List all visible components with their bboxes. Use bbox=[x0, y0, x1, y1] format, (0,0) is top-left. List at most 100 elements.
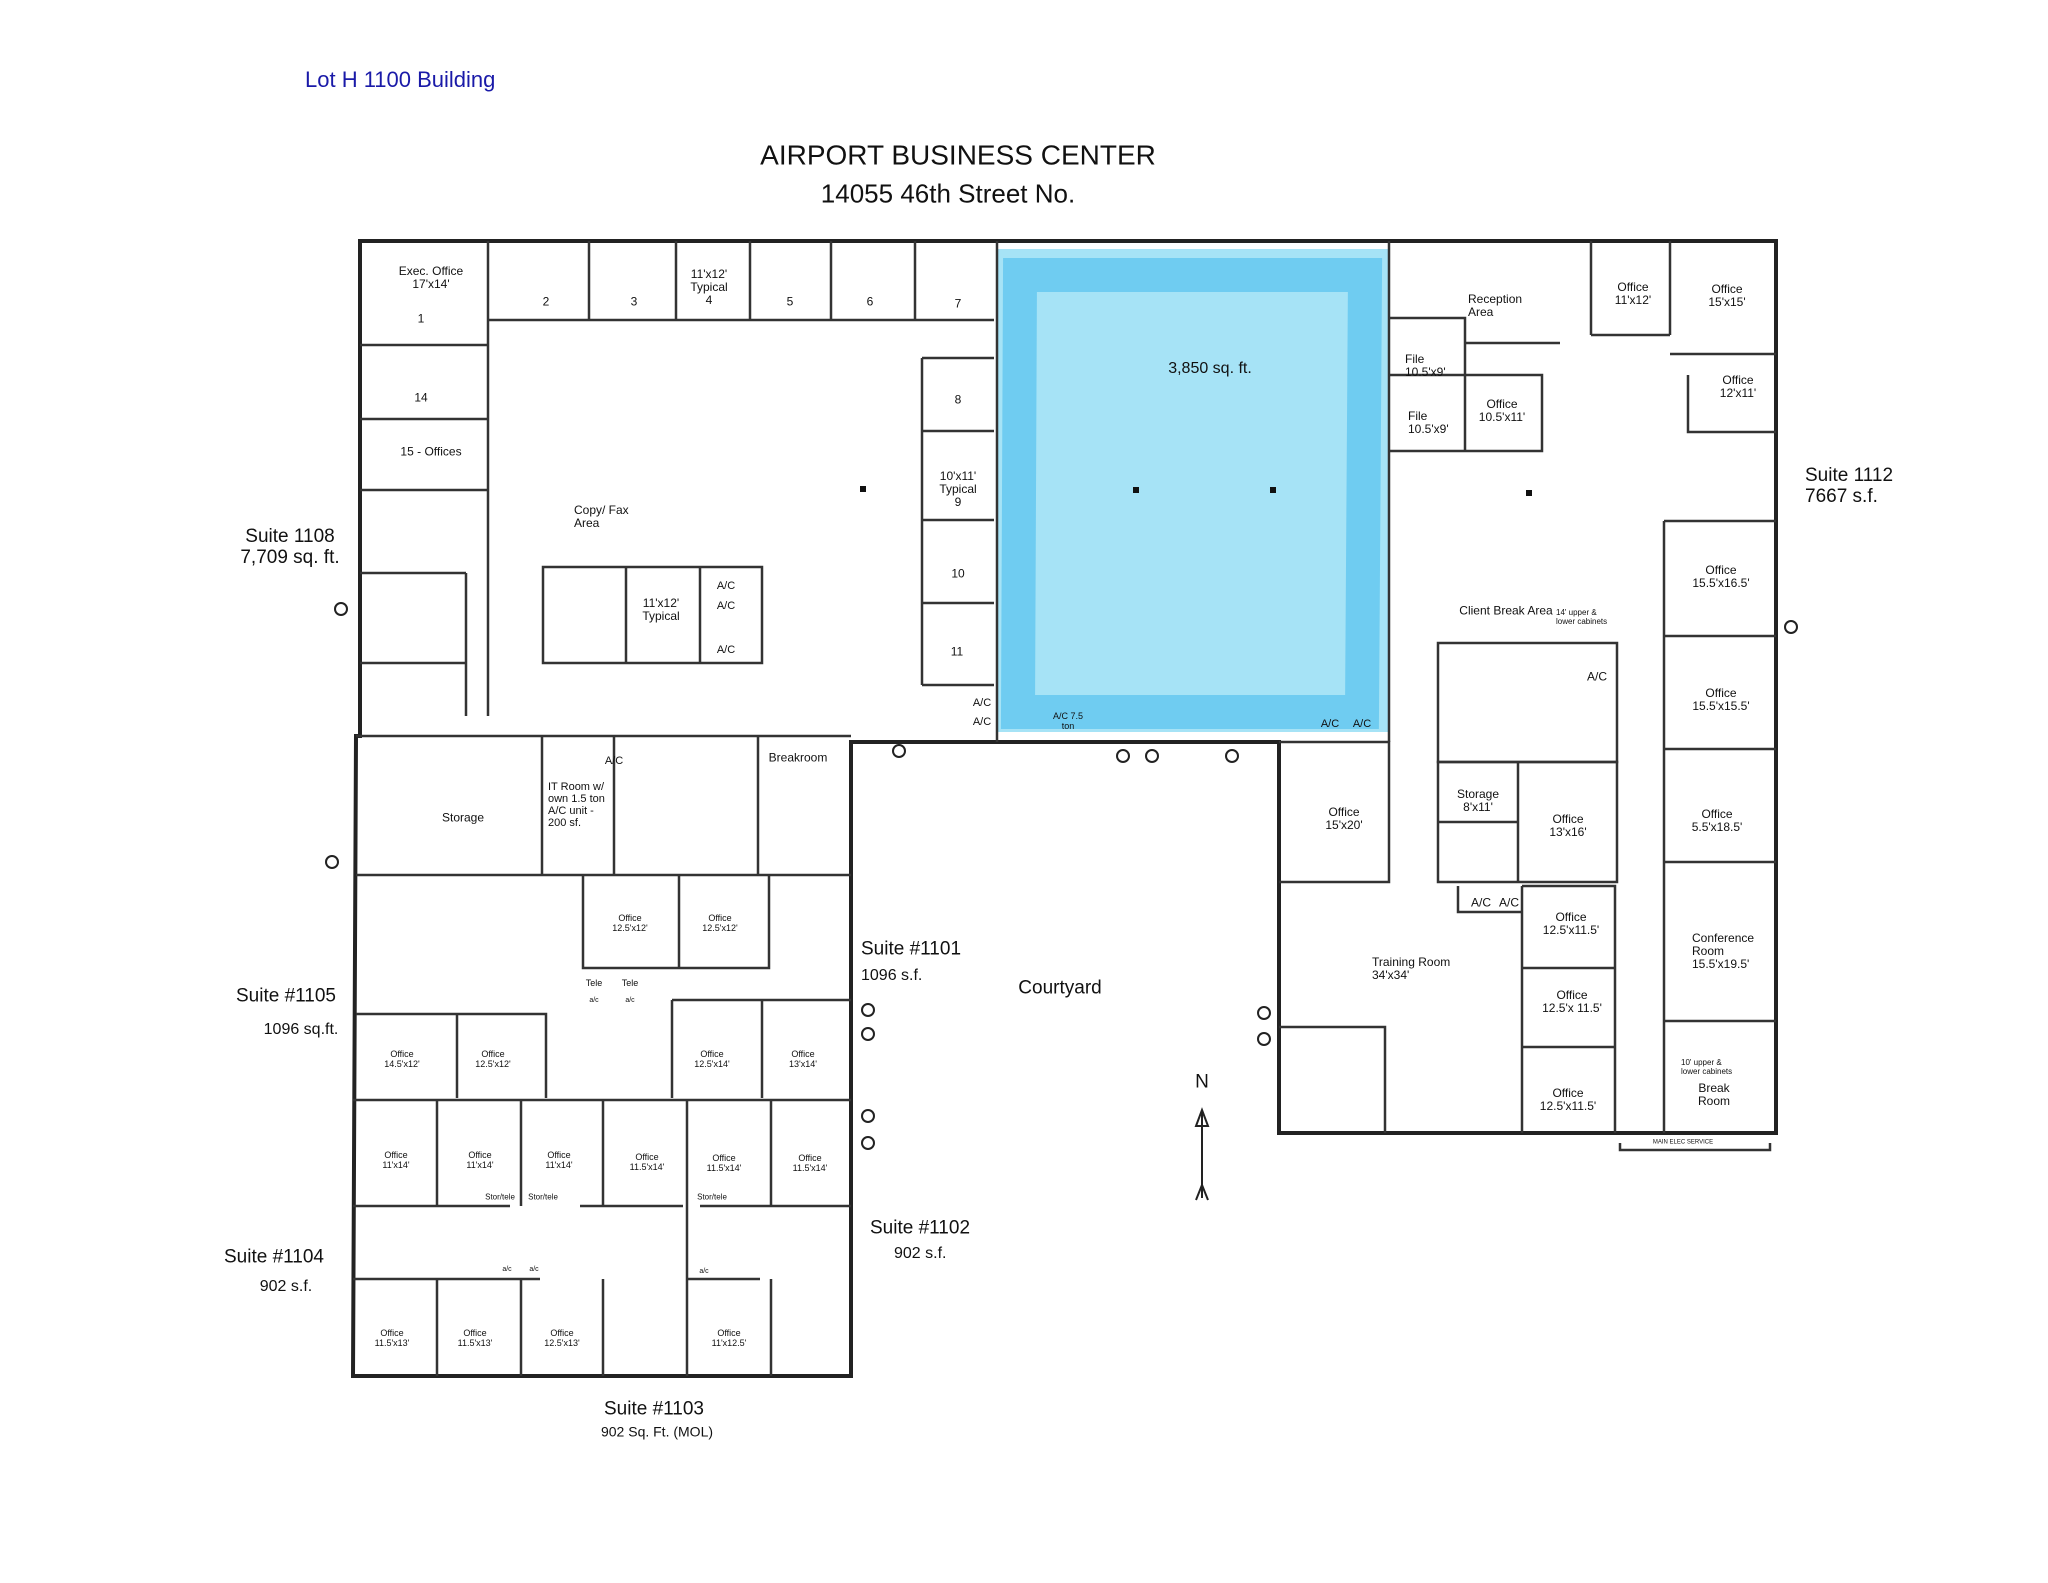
room-name: Tele bbox=[585, 978, 603, 989]
room-size: 11'x12.5' bbox=[711, 1338, 747, 1348]
suite-1104-name: Suite #1104 bbox=[223, 1246, 325, 1268]
room-name: Office bbox=[700, 1049, 724, 1060]
room-size: 8'x11' bbox=[1463, 800, 1493, 814]
stor-tele-room: Stor/tele bbox=[697, 1192, 727, 1202]
cabinets-note: 14' upper &lower cabinets bbox=[1556, 608, 1607, 627]
columns bbox=[860, 486, 1532, 496]
room-size: 12.5'x12' bbox=[612, 923, 648, 933]
room-size: 11'x14' bbox=[466, 1160, 494, 1170]
room-size: 15.5'x15.5' bbox=[1692, 699, 1750, 713]
room-size: 15.5'x16.5' bbox=[1692, 576, 1750, 590]
highlighted-space bbox=[997, 249, 1389, 732]
room-name: Tele bbox=[621, 978, 639, 989]
room-name: Office bbox=[1556, 987, 1588, 1002]
room-size: 14.5'x12' bbox=[384, 1059, 420, 1069]
room-size: 11.5'x14' bbox=[706, 1163, 742, 1173]
ac-unit: A/C bbox=[604, 754, 624, 767]
suite-1104-area: 902 s.f. bbox=[259, 1278, 313, 1296]
note-text: 10' upper & bbox=[1681, 1058, 1722, 1068]
address: 14055 46th Street No. bbox=[820, 178, 1076, 209]
room-size: 12.5'x14' bbox=[694, 1059, 730, 1069]
room-name: Office bbox=[1705, 562, 1737, 577]
room-name: Conference bbox=[1692, 931, 1755, 946]
room-size: 11'x12' bbox=[642, 595, 680, 610]
suite-1101-name: Suite #1101 bbox=[861, 938, 962, 960]
suite-1105-name: Suite #1105 bbox=[235, 985, 337, 1007]
room-name: File bbox=[1408, 408, 1428, 423]
room-size: 11'x12' bbox=[690, 267, 728, 282]
ac-unit: A/C bbox=[716, 643, 736, 656]
room-text: IT Room w/ bbox=[548, 780, 605, 793]
suite-1105-area: 1096 sq.ft. bbox=[263, 1021, 339, 1039]
room-name: Office bbox=[1552, 1085, 1584, 1100]
room-number: 9 bbox=[954, 495, 962, 510]
room-name: Office bbox=[1617, 279, 1649, 294]
room-name: Office bbox=[712, 1153, 736, 1164]
room-name: Office bbox=[463, 1328, 487, 1339]
room-size: 10.5'x9' bbox=[1405, 365, 1446, 379]
room-size: 12.5'x11.5' bbox=[1542, 923, 1600, 937]
ac-unit: A/C bbox=[1470, 895, 1492, 910]
room-name: Office bbox=[481, 1049, 505, 1060]
room-number: 2 bbox=[542, 294, 550, 309]
room-name: Office bbox=[791, 1049, 815, 1060]
suite-1102-name: Suite #1102 bbox=[870, 1217, 971, 1239]
room-name: Office bbox=[1552, 811, 1584, 826]
suite-1102-area: 902 s.f. bbox=[894, 1245, 947, 1263]
room-name: Office bbox=[798, 1153, 822, 1164]
room-15-offices: 15 - Offices bbox=[400, 444, 462, 459]
room-name: Area bbox=[1468, 305, 1494, 319]
room-text: 200 sf. bbox=[548, 817, 582, 830]
room-number: 14 bbox=[414, 390, 428, 405]
room-size: 10'x11' bbox=[939, 469, 977, 484]
room-name: Room bbox=[1692, 944, 1725, 959]
suite-area: 7667 s.f. bbox=[1805, 486, 1878, 507]
cabinets-note: 10' upper &lower cabinets bbox=[1681, 1058, 1733, 1077]
north-label: N bbox=[1195, 1071, 1209, 1093]
room-size: 5.5'x18.5' bbox=[1691, 820, 1743, 834]
room-size: 15.5'x19.5' bbox=[1692, 957, 1750, 972]
room-note: Typical bbox=[939, 482, 977, 497]
room-name: Exec. Office bbox=[398, 263, 464, 278]
suite-1103-area: 902 Sq. Ft. (MOL) bbox=[600, 1423, 714, 1440]
room-size: 11'x14' bbox=[545, 1160, 573, 1170]
breakroom: Breakroom bbox=[768, 750, 828, 765]
ac-unit: A/C bbox=[1320, 717, 1340, 730]
room-name: Office bbox=[708, 913, 732, 924]
ac-unit: A/C bbox=[972, 715, 992, 728]
ac-unit: A/C bbox=[1352, 717, 1372, 730]
note-text: lower cabinets bbox=[1681, 1067, 1733, 1076]
suite-name: Suite 1112 bbox=[1805, 465, 1894, 487]
room-size: 12.5'x13' bbox=[544, 1338, 580, 1348]
room-size: 34'x34' bbox=[1372, 968, 1410, 982]
room-name: Office bbox=[468, 1150, 492, 1161]
room-name: Break bbox=[1698, 1080, 1730, 1095]
